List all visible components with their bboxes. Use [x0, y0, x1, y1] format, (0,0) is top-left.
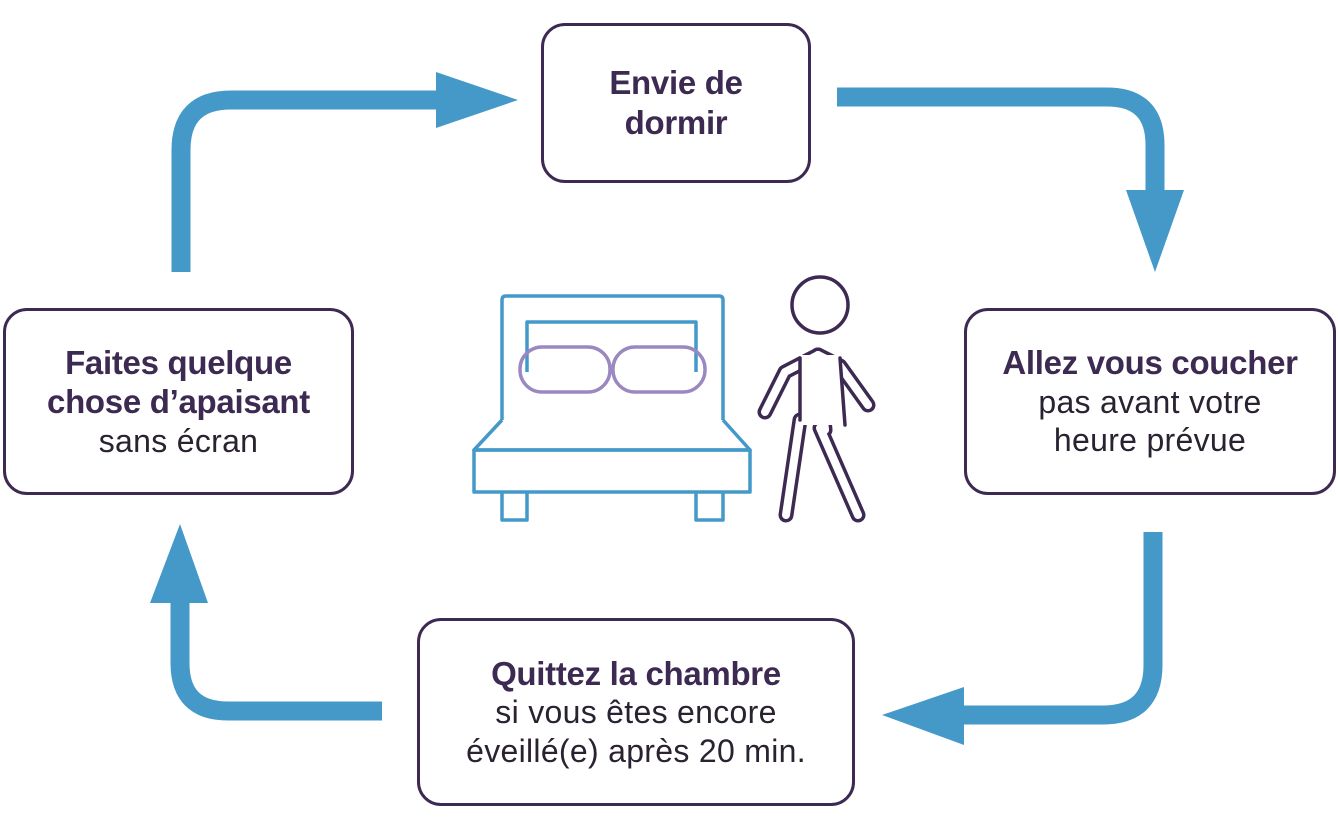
step-box-quittez-la-chambre: Quittez la chambre si vous êtes encore é…	[417, 618, 855, 806]
pillow-left	[518, 345, 612, 394]
step-desc-line-1: pas avant votre	[1038, 383, 1262, 420]
step-title-line-2: chose d’apaisant	[47, 383, 310, 421]
step-box-allez-vous-coucher: Allez vous coucher pas avant votre heure…	[964, 308, 1336, 495]
step-desc: sans écran	[98, 422, 259, 459]
arrow-top-to-right	[837, 87, 1184, 272]
step-box-envie-de-dormir: Envie de dormir	[541, 23, 811, 183]
step-desc-line-2: éveillé(e) après 20 min.	[466, 732, 806, 769]
arrow-bottom-to-left	[150, 524, 382, 721]
step-title-line-1: Faites quelque	[65, 343, 292, 381]
arrow-right-to-bottom	[882, 532, 1163, 745]
step-title-line-1: Envie de	[609, 64, 743, 102]
person-icon	[757, 275, 876, 523]
bed-icon	[472, 294, 752, 522]
step-desc-line-2: heure prévue	[1053, 422, 1247, 459]
arrow-left-to-top	[171, 72, 518, 272]
step-title: Quittez la chambre	[491, 654, 781, 692]
step-title-line-2: dormir	[624, 104, 728, 141]
step-desc-line-1: si vous êtes encore	[495, 694, 777, 731]
step-title: Allez vous coucher	[1002, 344, 1298, 382]
pillow-right	[611, 345, 707, 394]
step-box-faites-quelque-chose: Faites quelque chose d’apaisant sans écr…	[3, 308, 354, 495]
